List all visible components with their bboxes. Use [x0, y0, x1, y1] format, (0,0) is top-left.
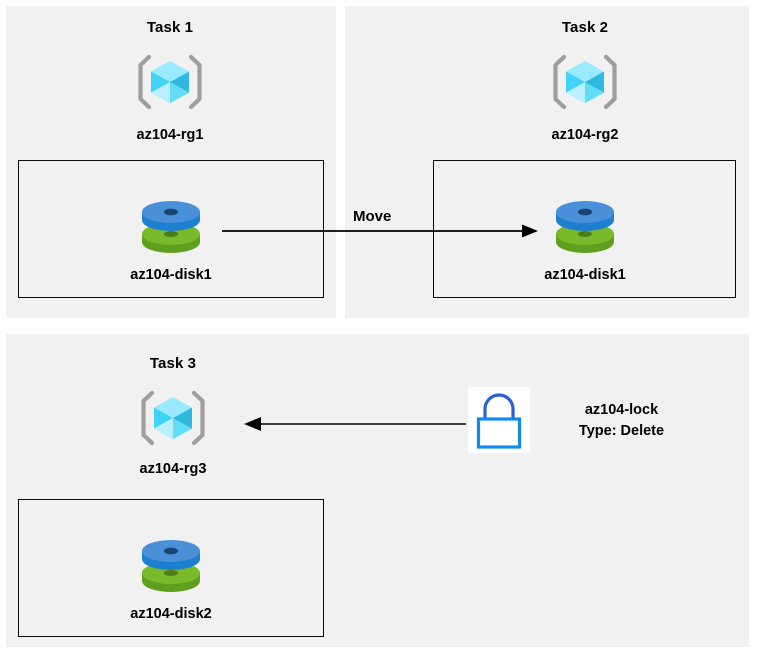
resource-group-label: az104-rg2 [551, 127, 619, 143]
lock-tile [468, 387, 530, 453]
lock-type: Type: Delete [578, 423, 665, 439]
resource-label-task-1: az104-disk1 [130, 267, 212, 283]
resource-group-icon [551, 53, 619, 111]
resource-group-icon [139, 389, 207, 447]
lock-caption: az104-lock Type: Delete [534, 400, 709, 442]
resource-label-task-3: az104-disk2 [130, 606, 212, 622]
task-3-title: Task 3 [149, 355, 197, 372]
lock-icon [476, 393, 522, 449]
resource-group-icon [136, 53, 204, 111]
move-arrow [222, 224, 538, 238]
managed-disk-icon [134, 535, 208, 597]
lock-arrow [244, 417, 466, 431]
resource-label-task-2: az104-disk1 [544, 267, 626, 283]
managed-disk-icon [548, 196, 622, 258]
move-arrow-label: Move [353, 208, 392, 225]
task-1-title: Task 1 [146, 19, 194, 36]
lock-name: az104-lock [584, 402, 659, 418]
task-2-title: Task 2 [561, 19, 609, 36]
managed-disk-icon [134, 196, 208, 258]
resource-group-label: az104-rg3 [139, 461, 207, 477]
resource-group-label: az104-rg1 [136, 127, 204, 143]
